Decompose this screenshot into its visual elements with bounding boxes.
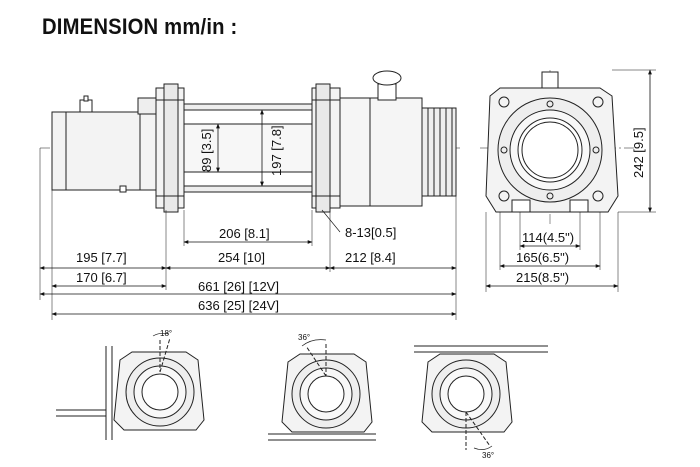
end-view [480,70,640,224]
angle-3-label: 36° [482,451,494,460]
side-view [40,70,460,213]
angle-1-label: 18° [160,329,172,338]
height-label: 242 [9.5] [631,127,646,178]
angle-2-label: 36° [298,333,310,342]
bolt-holes-label: 8-13[0.5] [345,225,396,240]
mount-variant-2 [268,339,376,441]
side-dimensions [39,109,457,320]
right-flange [311,83,341,213]
overall-24v-label: 636 [25] [24V] [198,298,279,313]
overall-12v-label: 661 [26] [12V] [198,279,279,294]
mount-variant-1 [56,332,205,440]
clutch-knob [372,70,402,101]
end-dimensions [485,69,656,292]
gearbox [339,97,457,207]
width-label: 215(8.5") [516,270,569,285]
gear-length-label: 212 [8.4] [345,250,396,265]
mount-variant-3 [414,345,548,450]
drum-length-label: 206 [8.1] [219,226,270,241]
motor [51,95,159,193]
flange-spacing-label: 254 [10] [218,250,265,265]
diagram-title: DIMENSION mm/in : [42,14,238,39]
flange-diameter-label: 197 [7.8] [269,125,284,176]
mount-outer-label: 165(6.5") [516,250,569,265]
drum-diameter-label: 89 [3.5] [199,129,214,172]
motor-length-label: 195 [7.7] [76,250,127,265]
left-flange [155,83,185,213]
motor-length-24v-label: 170 [6.7] [76,270,127,285]
mount-inner-label: 114(4.5") [522,230,574,245]
